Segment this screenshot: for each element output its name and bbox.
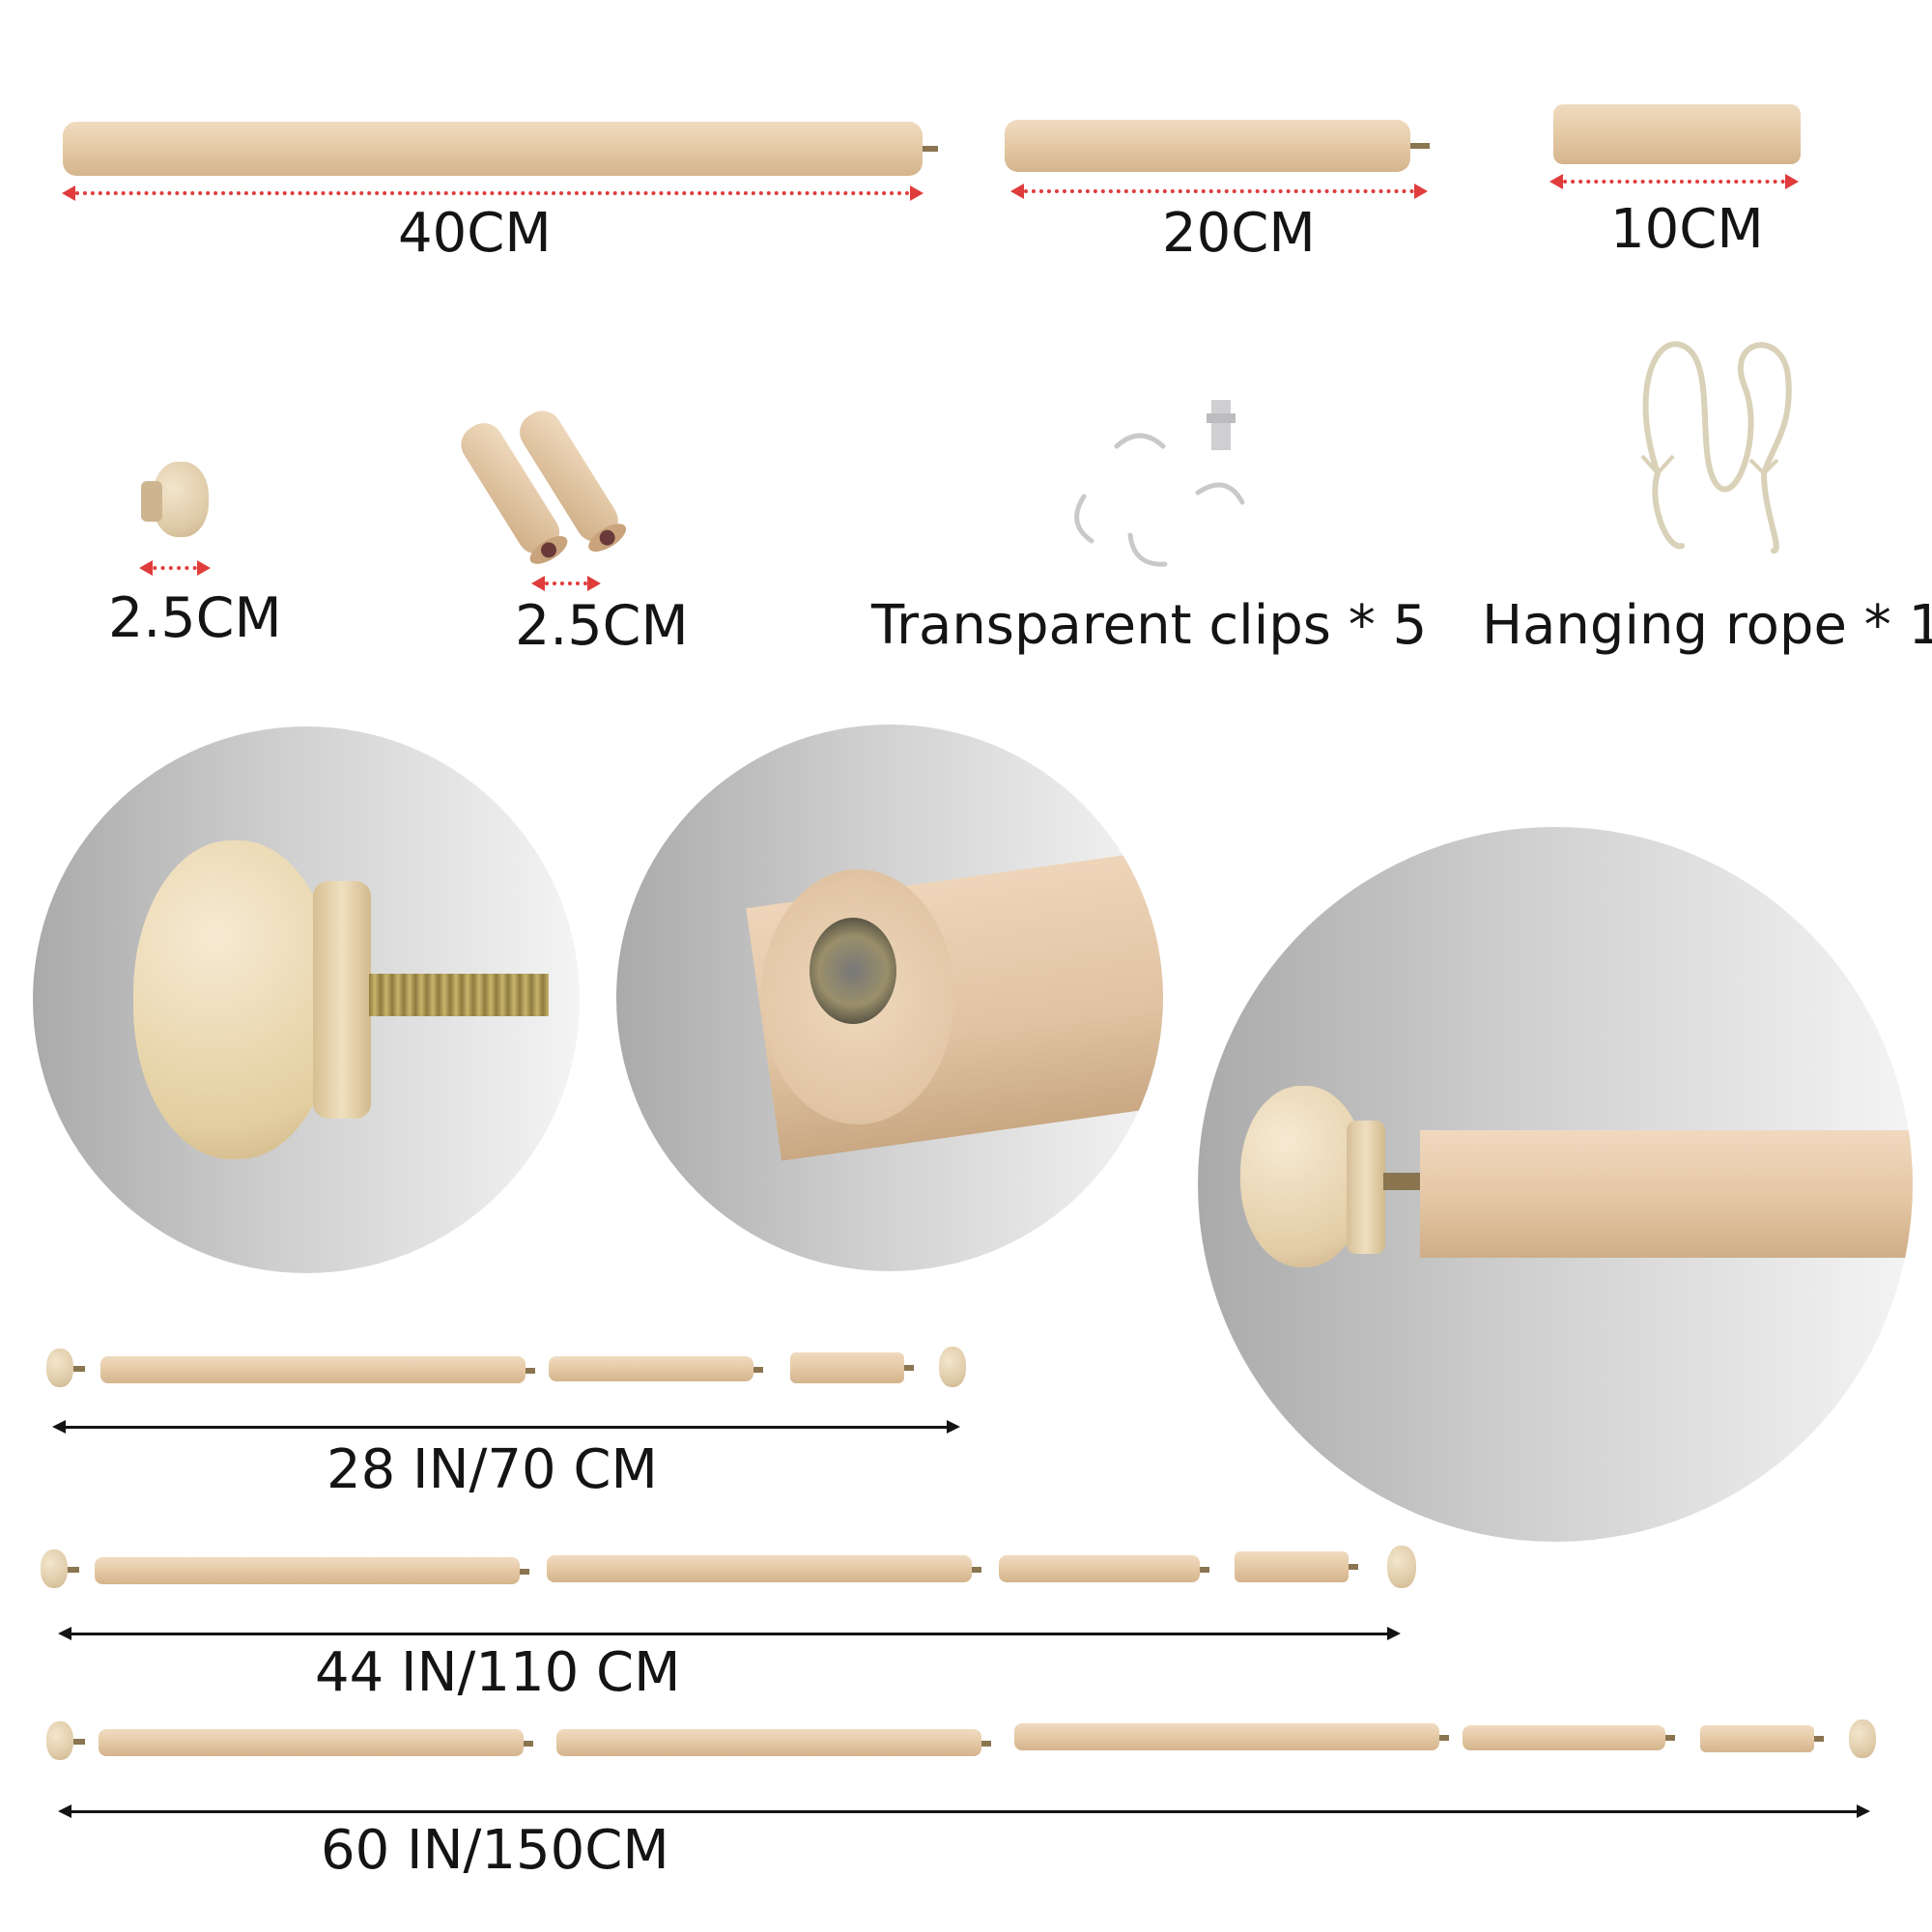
rope-image (1629, 328, 1801, 556)
assembly-110cm-image (41, 1546, 1422, 1594)
connector-rods-label: 2.5CM (515, 594, 689, 658)
assembly-110cm-label: 44 IN/110 CM (315, 1641, 681, 1704)
rod-10cm-image (1553, 104, 1801, 164)
rod-10cm-dimension-arrow (1549, 174, 1799, 189)
assembly-150cm-label: 60 IN/150CM (321, 1819, 669, 1882)
assembly-110cm-length-arrow (58, 1627, 1401, 1640)
knob-closeup-circle (33, 726, 580, 1273)
assembled-closeup-circle (1198, 827, 1913, 1542)
rod-40cm-image (63, 122, 938, 176)
end-knob-label: 2.5CM (108, 586, 282, 650)
rod-20cm-image (1005, 120, 1430, 172)
end-knob-image (141, 462, 209, 539)
rod-20cm-label: 20CM (1162, 202, 1316, 265)
connector-rods-dimension-arrow (531, 576, 601, 591)
assembly-150cm-length-arrow (58, 1804, 1870, 1818)
clips-image (1057, 396, 1269, 580)
rod-40cm-label: 40CM (398, 202, 552, 265)
assembly-150cm-image (46, 1719, 1882, 1768)
assembly-70cm-label: 28 IN/70 CM (327, 1438, 658, 1501)
rod-40cm-dimension-arrow (62, 185, 923, 201)
rope-label: Hanging rope * 1 (1482, 594, 1932, 657)
assembly-70cm-image (46, 1347, 974, 1395)
rod-20cm-dimension-arrow (1010, 184, 1428, 199)
clips-label: Transparent clips * 5 (871, 594, 1428, 657)
assembly-70cm-length-arrow (52, 1420, 960, 1434)
rod-10cm-label: 10CM (1610, 198, 1764, 261)
connector-rods-image (437, 398, 659, 572)
rod-end-closeup-circle (616, 724, 1163, 1271)
end-knob-dimension-arrow (139, 560, 211, 576)
